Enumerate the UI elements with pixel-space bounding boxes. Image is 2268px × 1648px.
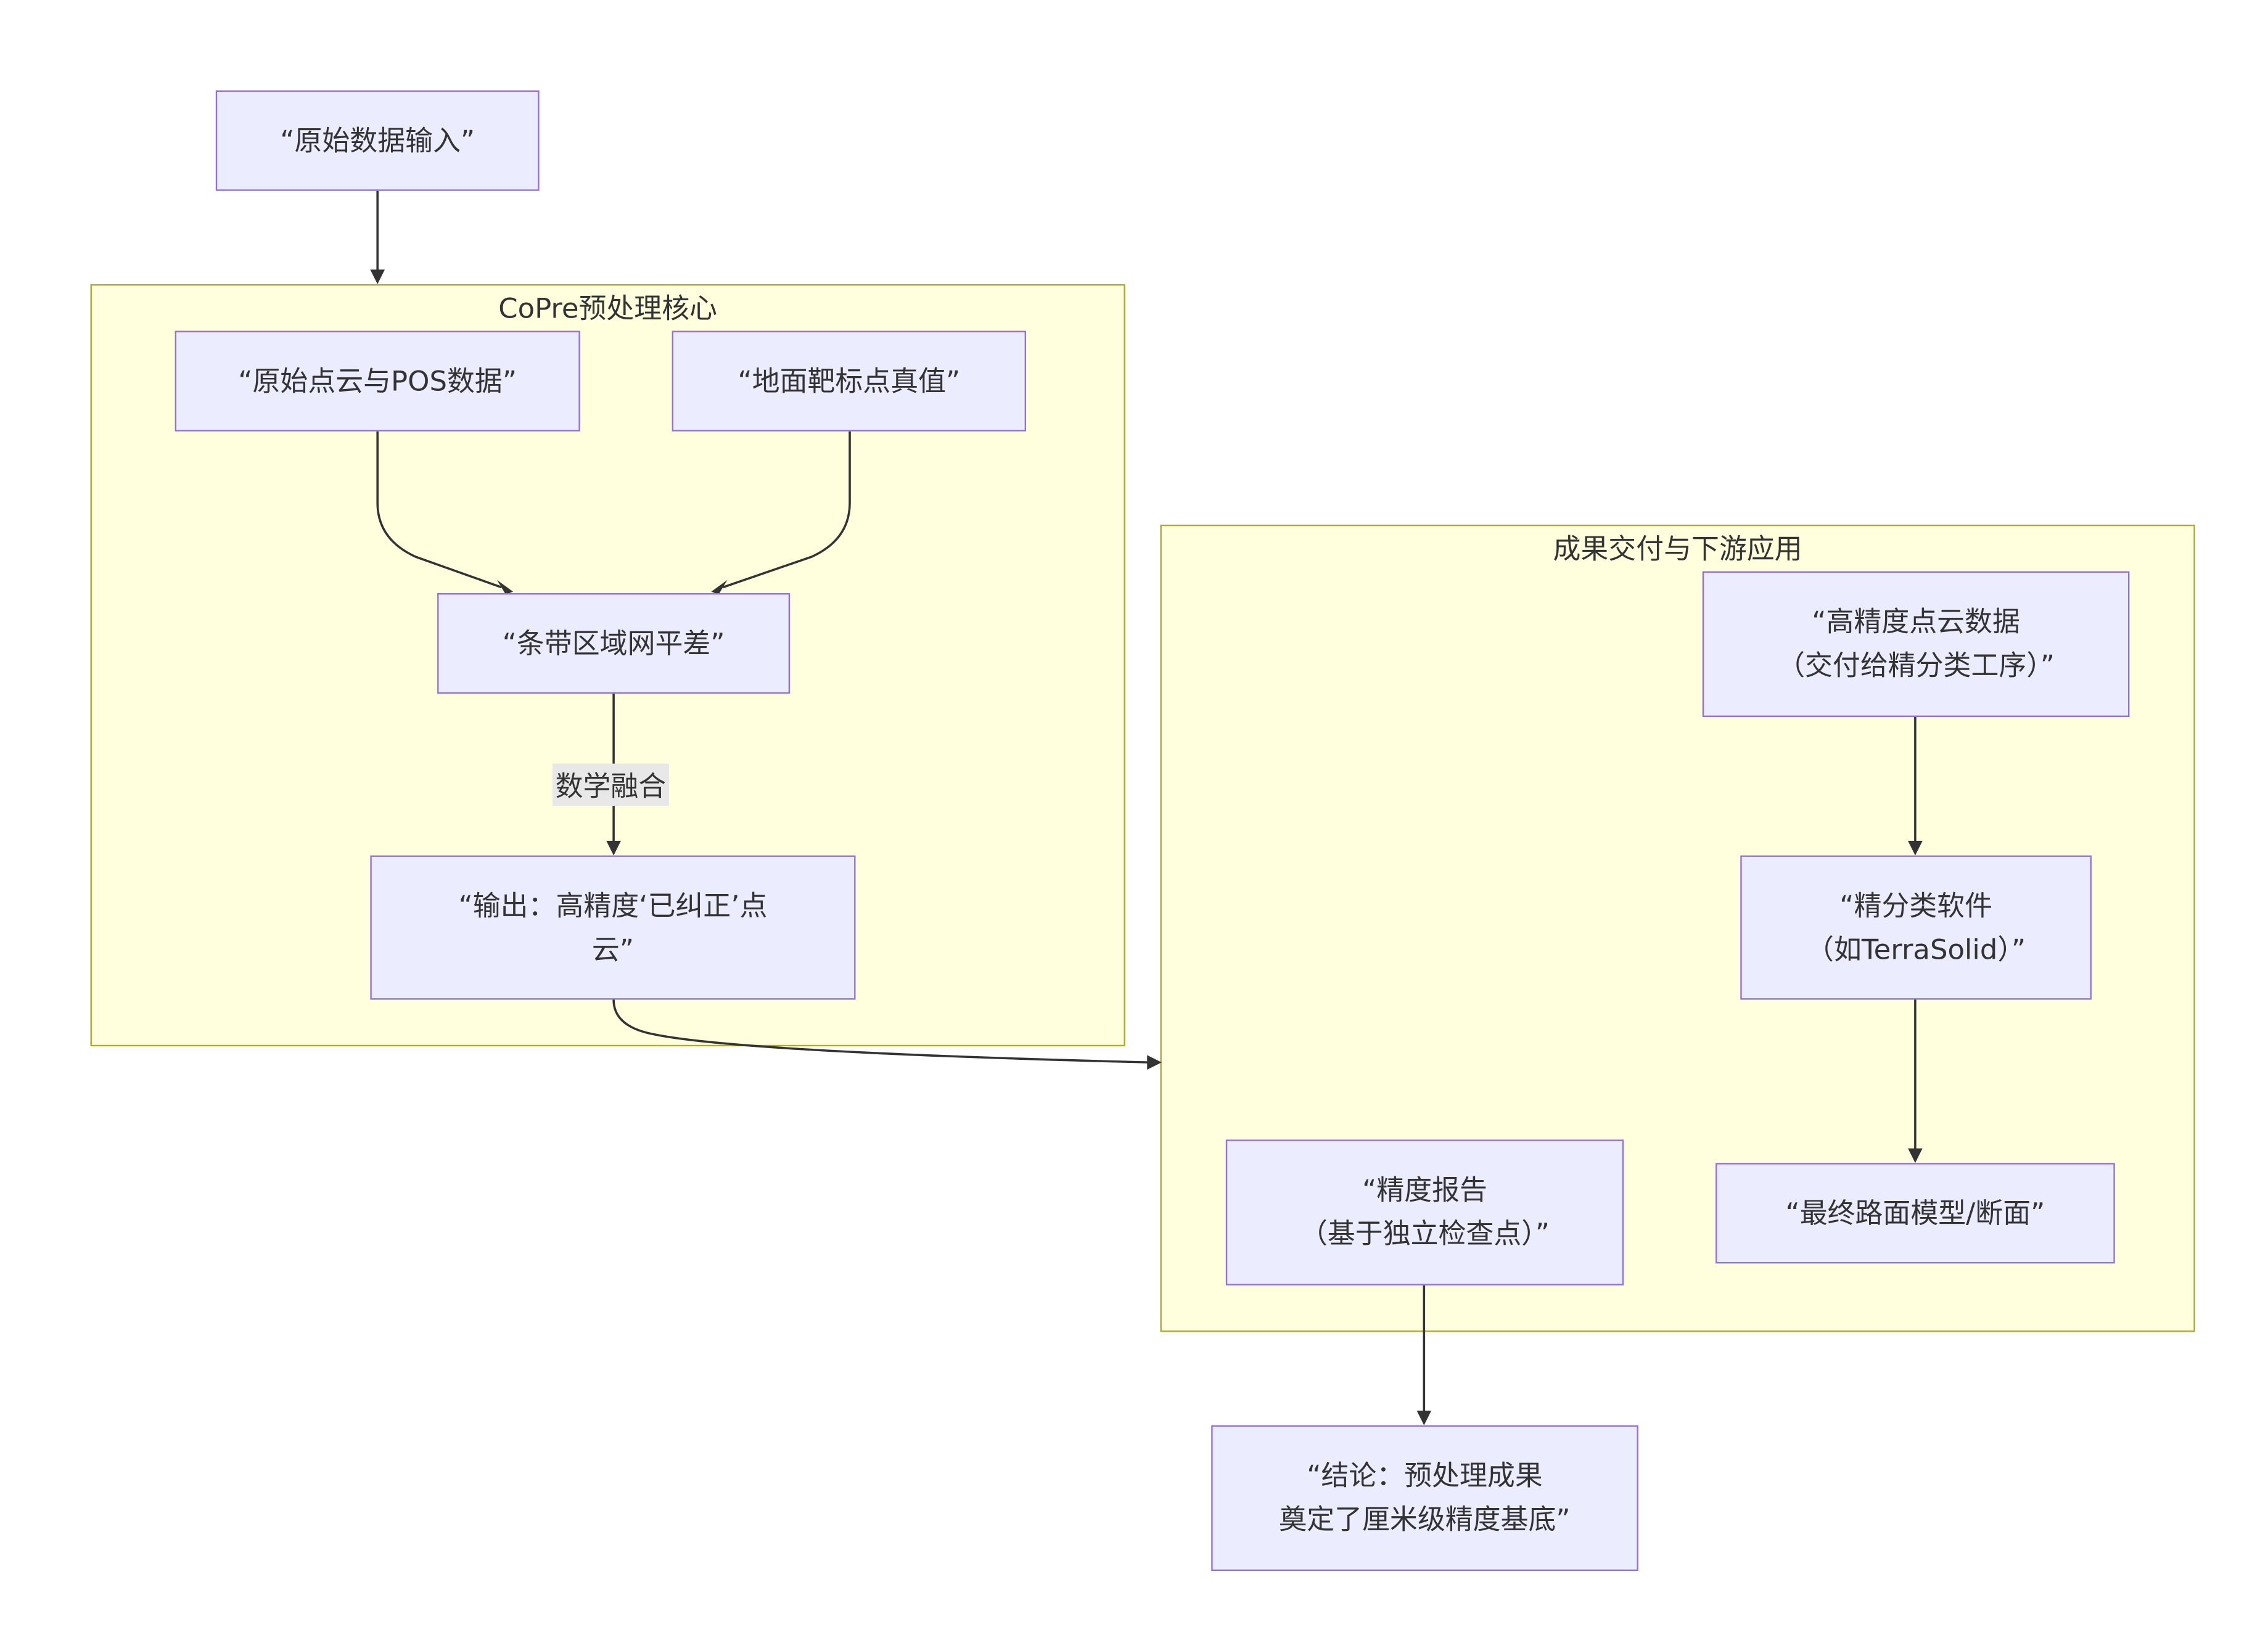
edge-output-to-delivery: [612, 999, 1149, 1064]
cluster-delivery-title: 成果交付与下游应用: [1553, 533, 1802, 566]
node-hp-pointcloud[interactable]: “高精度点云数据 （交付给精分类工序）”: [1702, 571, 2130, 717]
node-classification-software[interactable]: “精分类软件 （如TerraSolid）”: [1740, 855, 2092, 1000]
arrowhead: [606, 840, 621, 856]
node-accuracy-report[interactable]: “精度报告 （基于独立检查点）”: [1225, 1139, 1624, 1285]
arrowhead: [711, 580, 728, 595]
edge-target-to-adjustment: [722, 431, 851, 589]
cluster-copre-title: CoPre预处理核心: [498, 293, 718, 326]
arrowhead: [370, 269, 385, 284]
arrowhead: [1416, 1411, 1432, 1425]
node-raw-input[interactable]: “原始数据输入”: [215, 90, 540, 191]
arrowhead: [1908, 1148, 1923, 1163]
node-final-model[interactable]: “最终路面模型/断面”: [1715, 1163, 2115, 1264]
node-ground-target-truth[interactable]: “地面靶标点真值”: [672, 330, 1027, 432]
node-strip-adjustment[interactable]: “条带区域网平差”: [437, 593, 791, 694]
node-output-corrected[interactable]: “输出：高精度‘已纠正’点 云”: [370, 855, 856, 1000]
edge-pointcloud-to-adjustment: [376, 431, 502, 589]
arrowhead: [1908, 840, 1923, 856]
arrowhead: [497, 580, 514, 595]
node-raw-pointcloud-pos[interactable]: “原始点云与POS数据”: [175, 330, 580, 432]
arrowhead: [1147, 1055, 1162, 1070]
node-conclusion[interactable]: “结论：预处理成果 奠定了厘米级精度基底”: [1211, 1425, 1638, 1572]
edge-label-math-fusion: 数学融合: [552, 763, 669, 806]
